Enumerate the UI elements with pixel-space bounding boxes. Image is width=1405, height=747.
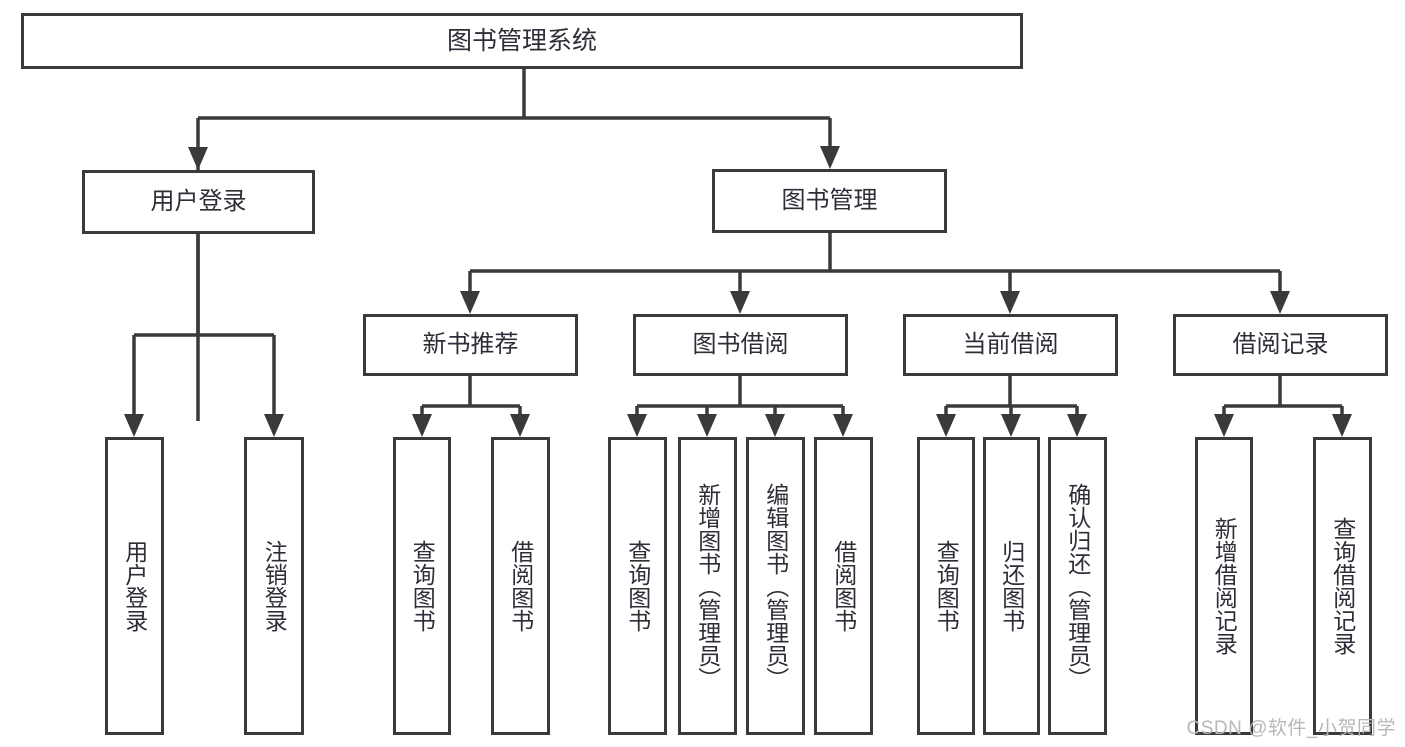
connector-book-borrowing-children — [627, 376, 853, 437]
node-borrowing-add-book-admin: 新增图书（管理员） — [678, 437, 737, 735]
node-records-add-record: 新增借阅记录 — [1195, 437, 1253, 735]
node-leaf-user-login: 用户登录 — [105, 437, 164, 735]
connector-root-to-level2 — [188, 69, 840, 421]
connector-borrow-records-children — [1214, 376, 1352, 437]
node-book-borrowing: 图书借阅 — [633, 314, 848, 376]
connector-new-book-recommend-children — [412, 376, 530, 437]
node-recommend-borrow-book: 借阅图书 — [491, 437, 550, 735]
csdn-watermark: CSDN @软件_小贺同学 — [1186, 718, 1396, 739]
node-current-query-book: 查询图书 — [917, 437, 975, 735]
node-current-borrowing: 当前借阅 — [903, 314, 1118, 376]
node-current-return-book: 归还图书 — [983, 437, 1040, 735]
node-leaf-logout: 注销登录 — [244, 437, 304, 735]
node-borrowing-edit-book-admin: 编辑图书（管理员） — [746, 437, 805, 735]
node-current-confirm-return-admin: 确认归还（管理员） — [1048, 437, 1107, 735]
node-library-management-system: 图书管理系统 — [21, 13, 1023, 69]
node-recommend-query-book: 查询图书 — [393, 437, 451, 735]
node-new-book-recommend: 新书推荐 — [363, 314, 578, 376]
node-borrowing-borrow-book: 借阅图书 — [814, 437, 873, 735]
connector-book-management-to-sections — [460, 233, 1290, 314]
connector-user-login-to-children — [124, 234, 284, 437]
node-borrow-records: 借阅记录 — [1173, 314, 1388, 376]
connector-current-borrowing-children — [936, 376, 1087, 437]
node-book-management: 图书管理 — [712, 169, 947, 233]
node-borrowing-query-book: 查询图书 — [608, 437, 667, 735]
node-records-query-record: 查询借阅记录 — [1313, 437, 1372, 735]
node-user-login: 用户登录 — [82, 170, 315, 234]
